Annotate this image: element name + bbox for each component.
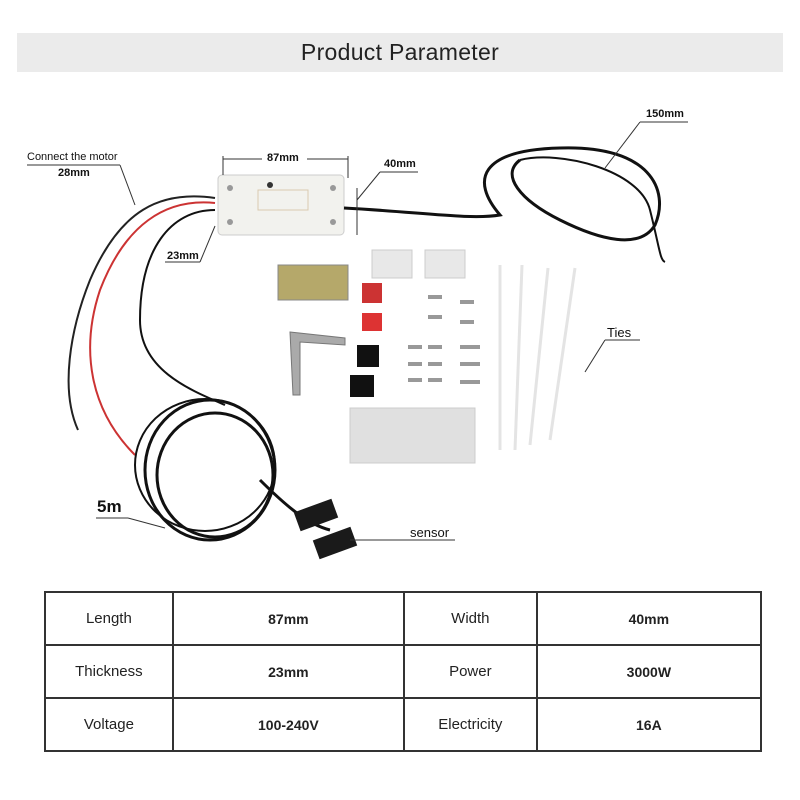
product-photo [27,121,688,560]
param-label: Voltage [44,697,174,752]
table-row: Thickness 23mm Power 3000W [44,644,763,699]
length-label: 87mm [267,152,299,164]
cable-length-label: 150mm [646,108,684,120]
param-label: Length [44,591,174,646]
param-value: 87mm [171,591,405,646]
param-value: 100-240V [171,697,405,752]
width-label: 40mm [384,158,416,170]
param-value: 16A [535,697,763,752]
param-value: 40mm [535,591,763,646]
param-value: 3000W [535,644,763,699]
sensor-cable-length-label: 5m [97,497,122,516]
parameter-table: Length 87mm Width 40mm Thickness 23mm Po… [44,591,763,752]
param-label: Electricity [402,697,538,752]
param-label: Thickness [44,644,174,699]
thickness-label: 23mm [167,250,199,262]
motor-wire-length-label: 28mm [58,167,90,179]
table-row: Voltage 100-240V Electricity 16A [44,697,763,752]
sensor-label: sensor [410,525,450,540]
header-bar: Product Parameter [17,33,783,72]
param-value: 23mm [171,644,405,699]
param-label: Power [402,644,538,699]
table-row: Length 87mm Width 40mm [44,591,763,646]
ties-label: Ties [607,325,632,340]
connect-motor-label: Connect the motor [27,151,118,163]
page-title: Product Parameter [300,39,500,65]
param-label: Width [402,591,538,646]
